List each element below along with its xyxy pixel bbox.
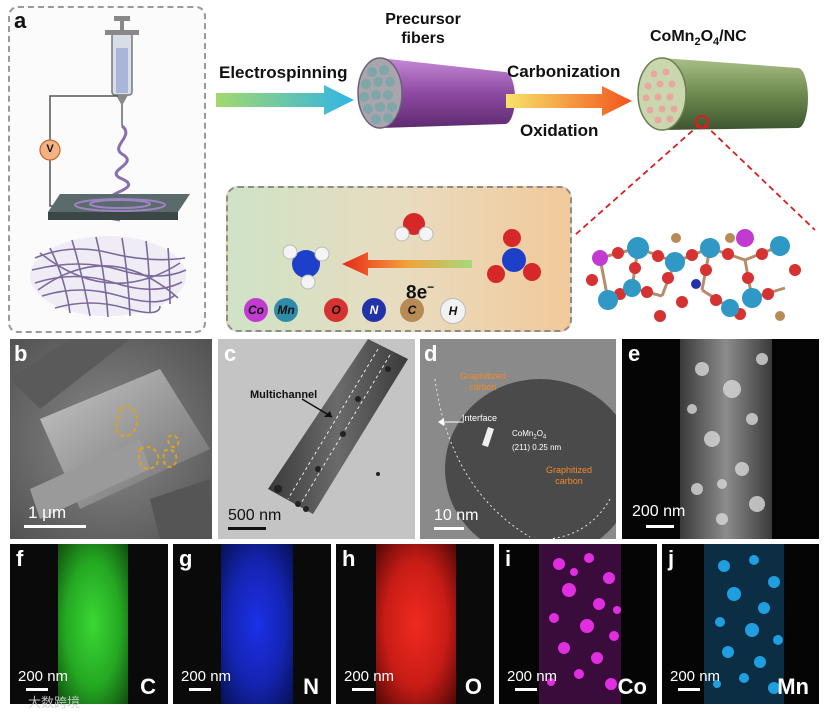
- panel-g-label: g: [179, 548, 192, 570]
- panel-c-scale-bar: [228, 527, 266, 530]
- legend-h: H: [440, 298, 466, 324]
- element-co-label: Co: [618, 674, 647, 700]
- panel-d-scale-bar: [434, 527, 464, 530]
- panel-i-label: i: [505, 548, 511, 570]
- precursor-fibers-label-line2: fibers: [383, 29, 463, 48]
- crystal-structure-illustration: [580, 218, 815, 330]
- nitrogen-signal: [221, 544, 293, 704]
- legend-co: Co: [244, 298, 268, 322]
- panel-f-scale-bar: [26, 688, 48, 691]
- legend-n: N: [362, 298, 386, 322]
- legend-mn: Mn: [274, 298, 298, 322]
- electrospinning-arrow: [216, 85, 356, 115]
- wire-top: [50, 96, 118, 140]
- panel-b-sem-image: b 1 μm: [10, 339, 212, 539]
- graphitized-carbon-top-line1: Graphitized: [460, 371, 506, 382]
- element-o-label: O: [465, 674, 482, 700]
- product-label-prefix: CoMn: [650, 28, 694, 45]
- panel-j-label: j: [668, 548, 674, 570]
- graphitized-carbon-bottom-line1: Graphitized: [546, 465, 592, 476]
- panel-g-nitrogen-map: g 200 nm N: [173, 544, 331, 704]
- panel-h-label: h: [342, 548, 355, 570]
- panel-g-scale-text: 200 nm: [181, 668, 231, 685]
- panel-c-tem-image: c Multichannel 500 nm: [218, 339, 415, 539]
- interface-annotation: Interface: [462, 413, 497, 423]
- electron-count-sign: −: [427, 280, 434, 294]
- element-n-label: N: [303, 674, 319, 700]
- panel-g-scale-bar: [189, 688, 211, 691]
- panel-j-scale-bar: [678, 688, 700, 691]
- lattice-phase-a: CoMn: [512, 429, 533, 438]
- panel-e-label: e: [628, 343, 640, 365]
- panel-e-scale-text: 200 nm: [632, 503, 685, 521]
- panel-j-manganese-map: j 200 nm Mn: [662, 544, 819, 704]
- collector-plate-top: [48, 194, 190, 212]
- interface-arrow: [436, 415, 466, 429]
- carbonization-arrow: [506, 86, 634, 116]
- lattice-phase-sub4: 4: [543, 435, 546, 441]
- panel-i-cobalt-map: i 200 nm Co: [499, 544, 657, 704]
- fiber-mat-mesh: [30, 236, 186, 317]
- precursor-fibers-label-line1: Precursor: [383, 10, 463, 29]
- panel-b-scale-bar: [24, 525, 86, 528]
- lattice-spacing-annotation: CoMn2O4 (211) 0.25 nm: [512, 429, 561, 453]
- syringe-solution: [116, 48, 128, 93]
- lattice-plane-spacing: (211) 0.25 nm: [512, 443, 561, 453]
- reaction-arrow: [342, 252, 472, 276]
- watermark-text: 大数跨境: [28, 692, 80, 711]
- panel-f-label: f: [16, 548, 23, 570]
- panel-d-label: d: [424, 343, 437, 365]
- graphitized-carbon-top-line2: carbon: [460, 382, 506, 393]
- panel-h-scale-bar: [352, 688, 374, 691]
- panel-i-scale-bar: [515, 688, 537, 691]
- precursor-fibers-label: Precursor fibers: [383, 10, 463, 48]
- step-electrospinning-label: Electrospinning: [219, 63, 347, 83]
- element-c-label: C: [140, 674, 156, 700]
- legend-o: O: [324, 298, 348, 322]
- lattice-phase: CoMn2O4: [512, 429, 561, 443]
- multichannel-arrow: [300, 397, 340, 421]
- element-mn-label: Mn: [777, 674, 809, 700]
- step-carbonization-label: Carbonization: [507, 62, 620, 82]
- product-label-suffix: /NC: [719, 28, 747, 45]
- panel-f-carbon-map: f 200 nm C: [10, 544, 168, 704]
- panel-b-scale-text: 1 μm: [28, 503, 66, 523]
- panel-c-scale-text: 500 nm: [228, 507, 281, 525]
- product-label-mid: O: [701, 28, 713, 45]
- syringe-plunger-head: [114, 16, 130, 21]
- panel-i-scale-text: 200 nm: [507, 668, 557, 685]
- panel-h-oxygen-map: h 200 nm O: [336, 544, 494, 704]
- product-label: CoMn2O4/NC: [650, 28, 747, 48]
- panel-c-label: c: [224, 343, 236, 365]
- panel-e-scale-bar: [646, 525, 674, 528]
- panel-d-scale-text: 10 nm: [434, 507, 478, 525]
- graphitized-carbon-bottom-line2: carbon: [546, 476, 592, 487]
- panel-e-haadf-image: e 200 nm: [622, 339, 819, 539]
- syringe-plunger: [120, 20, 124, 32]
- collector-plate-side: [48, 212, 178, 220]
- panel-j-scale-text: 200 nm: [670, 668, 720, 685]
- legend-c: C: [400, 298, 424, 322]
- lattice-marker: [478, 425, 498, 449]
- carbon-signal: [58, 544, 128, 704]
- panel-f-scale-text: 200 nm: [18, 668, 68, 685]
- precursor-fiber-illustration: [350, 50, 520, 132]
- panel-h-scale-text: 200 nm: [344, 668, 394, 685]
- electrospinning-setup-illustration: [10, 8, 206, 333]
- nitrate-reduction-reaction-box: 8e− Co Mn O N C H: [226, 186, 572, 332]
- voltage-symbol: V: [44, 143, 56, 155]
- nitrate-nitrogen-atom: [502, 248, 526, 272]
- panel-b-label: b: [14, 343, 27, 365]
